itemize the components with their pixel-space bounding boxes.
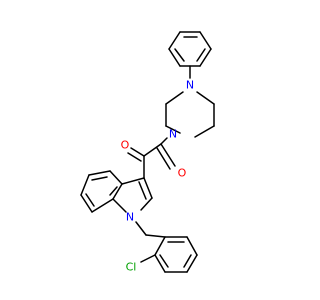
bond-inner bbox=[183, 254, 192, 268]
bond bbox=[80, 194, 93, 213]
bond bbox=[196, 91, 215, 105]
bond-inner bbox=[159, 254, 169, 268]
bond bbox=[168, 48, 181, 67]
bond bbox=[186, 254, 198, 273]
bond bbox=[165, 125, 181, 134]
bond bbox=[121, 177, 145, 185]
bond-double bbox=[127, 152, 142, 162]
bond bbox=[186, 236, 198, 256]
atom-label-chlorine: Cl bbox=[126, 261, 137, 274]
bond bbox=[88, 170, 111, 176]
bond bbox=[199, 31, 212, 50]
bond bbox=[143, 143, 162, 157]
bond-inner bbox=[85, 193, 95, 207]
bond bbox=[140, 197, 153, 211]
bonds bbox=[80, 31, 215, 273]
bond bbox=[154, 236, 166, 256]
bond bbox=[199, 48, 212, 67]
bond bbox=[165, 91, 184, 105]
bond bbox=[91, 198, 114, 213]
bond-double bbox=[156, 147, 171, 170]
atom-labels: N N O O N Cl bbox=[121, 79, 194, 274]
bond bbox=[130, 147, 145, 157]
bond bbox=[160, 137, 168, 145]
bond-inner bbox=[91, 176, 108, 181]
background bbox=[0, 0, 300, 300]
bond bbox=[160, 143, 176, 167]
atom-label-nitrogen: N bbox=[186, 79, 194, 92]
bond bbox=[109, 170, 123, 185]
bond bbox=[80, 174, 90, 196]
bond-inner bbox=[196, 48, 206, 62]
atom-label-oxygen: O bbox=[121, 139, 130, 152]
bond bbox=[194, 125, 215, 138]
bond bbox=[112, 198, 127, 213]
bond bbox=[140, 254, 156, 263]
bond bbox=[112, 183, 123, 200]
bond bbox=[145, 234, 166, 238]
bond bbox=[135, 221, 147, 236]
molecule-structure: N N O O N Cl bbox=[0, 0, 300, 300]
atom-label-nitrogen: N bbox=[126, 211, 134, 224]
atom-label-oxygen: O bbox=[178, 167, 187, 180]
bond-inner bbox=[109, 186, 118, 196]
bond bbox=[168, 31, 181, 50]
bond bbox=[154, 254, 166, 273]
bond bbox=[143, 177, 153, 199]
atom-label-nitrogen: N bbox=[169, 128, 177, 141]
bond-double bbox=[138, 181, 147, 200]
bond-inner bbox=[174, 48, 185, 62]
